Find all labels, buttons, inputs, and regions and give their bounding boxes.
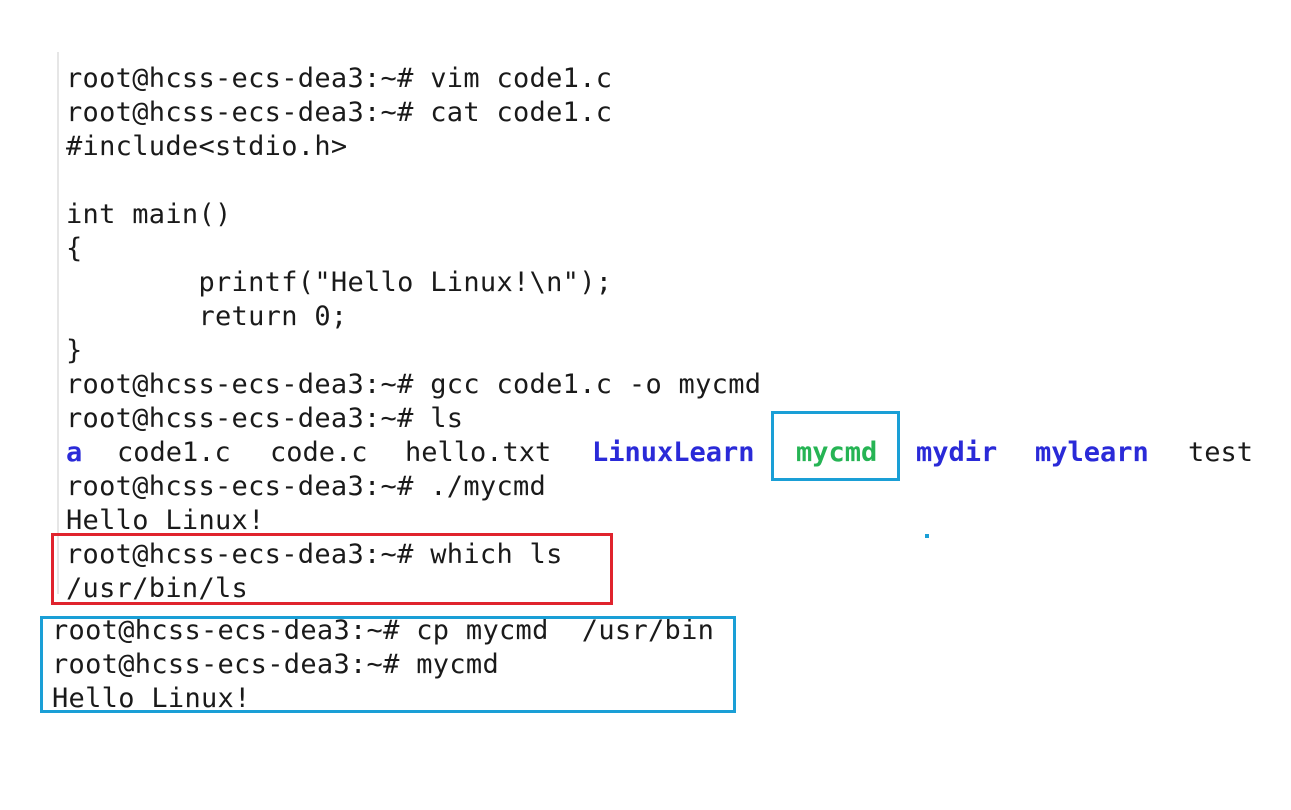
terminal-line-printf: printf("Hello Linux!\n"); — [66, 267, 613, 298]
left-margin-rule — [57, 52, 59, 594]
terminal-line-gcc: root@hcss-ecs-dea3:~# gcc code1.c -o myc… — [66, 369, 762, 400]
terminal-line-which: root@hcss-ecs-dea3:~# which ls — [66, 539, 563, 570]
terminal-line-hello-output-2: Hello Linux! — [52, 683, 251, 714]
terminal-line-run-mycmd: root@hcss-ecs-dea3:~# ./mycmd — [66, 471, 547, 502]
terminal-line-vim: root@hcss-ecs-dea3:~# vim code1.c — [66, 63, 613, 94]
ls-entry-code1-c: code1.c — [117, 437, 231, 468]
ls-entry-test: test — [1188, 437, 1254, 468]
ls-entry-a: a — [66, 437, 83, 468]
terminal-line-cp: root@hcss-ecs-dea3:~# cp mycmd /usr/bin — [52, 615, 715, 646]
ls-entry-mylearn: mylearn — [1035, 437, 1149, 468]
annotation-dot — [925, 534, 929, 538]
terminal-line-close-brace: } — [66, 335, 83, 366]
terminal-line-open-brace: { — [66, 233, 83, 264]
terminal-line-main: int main() — [66, 199, 232, 230]
terminal-line-which-output: /usr/bin/ls — [66, 573, 249, 604]
terminal-line-mycmd: root@hcss-ecs-dea3:~# mycmd — [52, 649, 499, 680]
ls-entry-code-c: code.c — [270, 437, 368, 468]
ls-entry-mycmd: mycmd — [796, 437, 878, 468]
highlight-box-mycmd — [771, 411, 900, 481]
terminal-line-include: #include<stdio.h> — [66, 131, 348, 162]
ls-entry-linuxlearn: LinuxLearn — [592, 437, 755, 468]
ls-entry-hello-txt: hello.txt — [405, 437, 552, 468]
highlight-box-which — [51, 533, 613, 605]
terminal-line-ls: root@hcss-ecs-dea3:~# ls — [66, 403, 464, 434]
ls-output: a code1.c code.c hello.txt LinuxLearn my… — [0, 436, 1253, 470]
terminal-line-cat: root@hcss-ecs-dea3:~# cat code1.c — [66, 97, 613, 128]
highlight-box-cp — [40, 616, 736, 713]
ls-entry-mydir: mydir — [916, 437, 998, 468]
terminal-line-hello-output-1: Hello Linux! — [66, 505, 265, 536]
terminal-line-return: return 0; — [66, 301, 348, 332]
